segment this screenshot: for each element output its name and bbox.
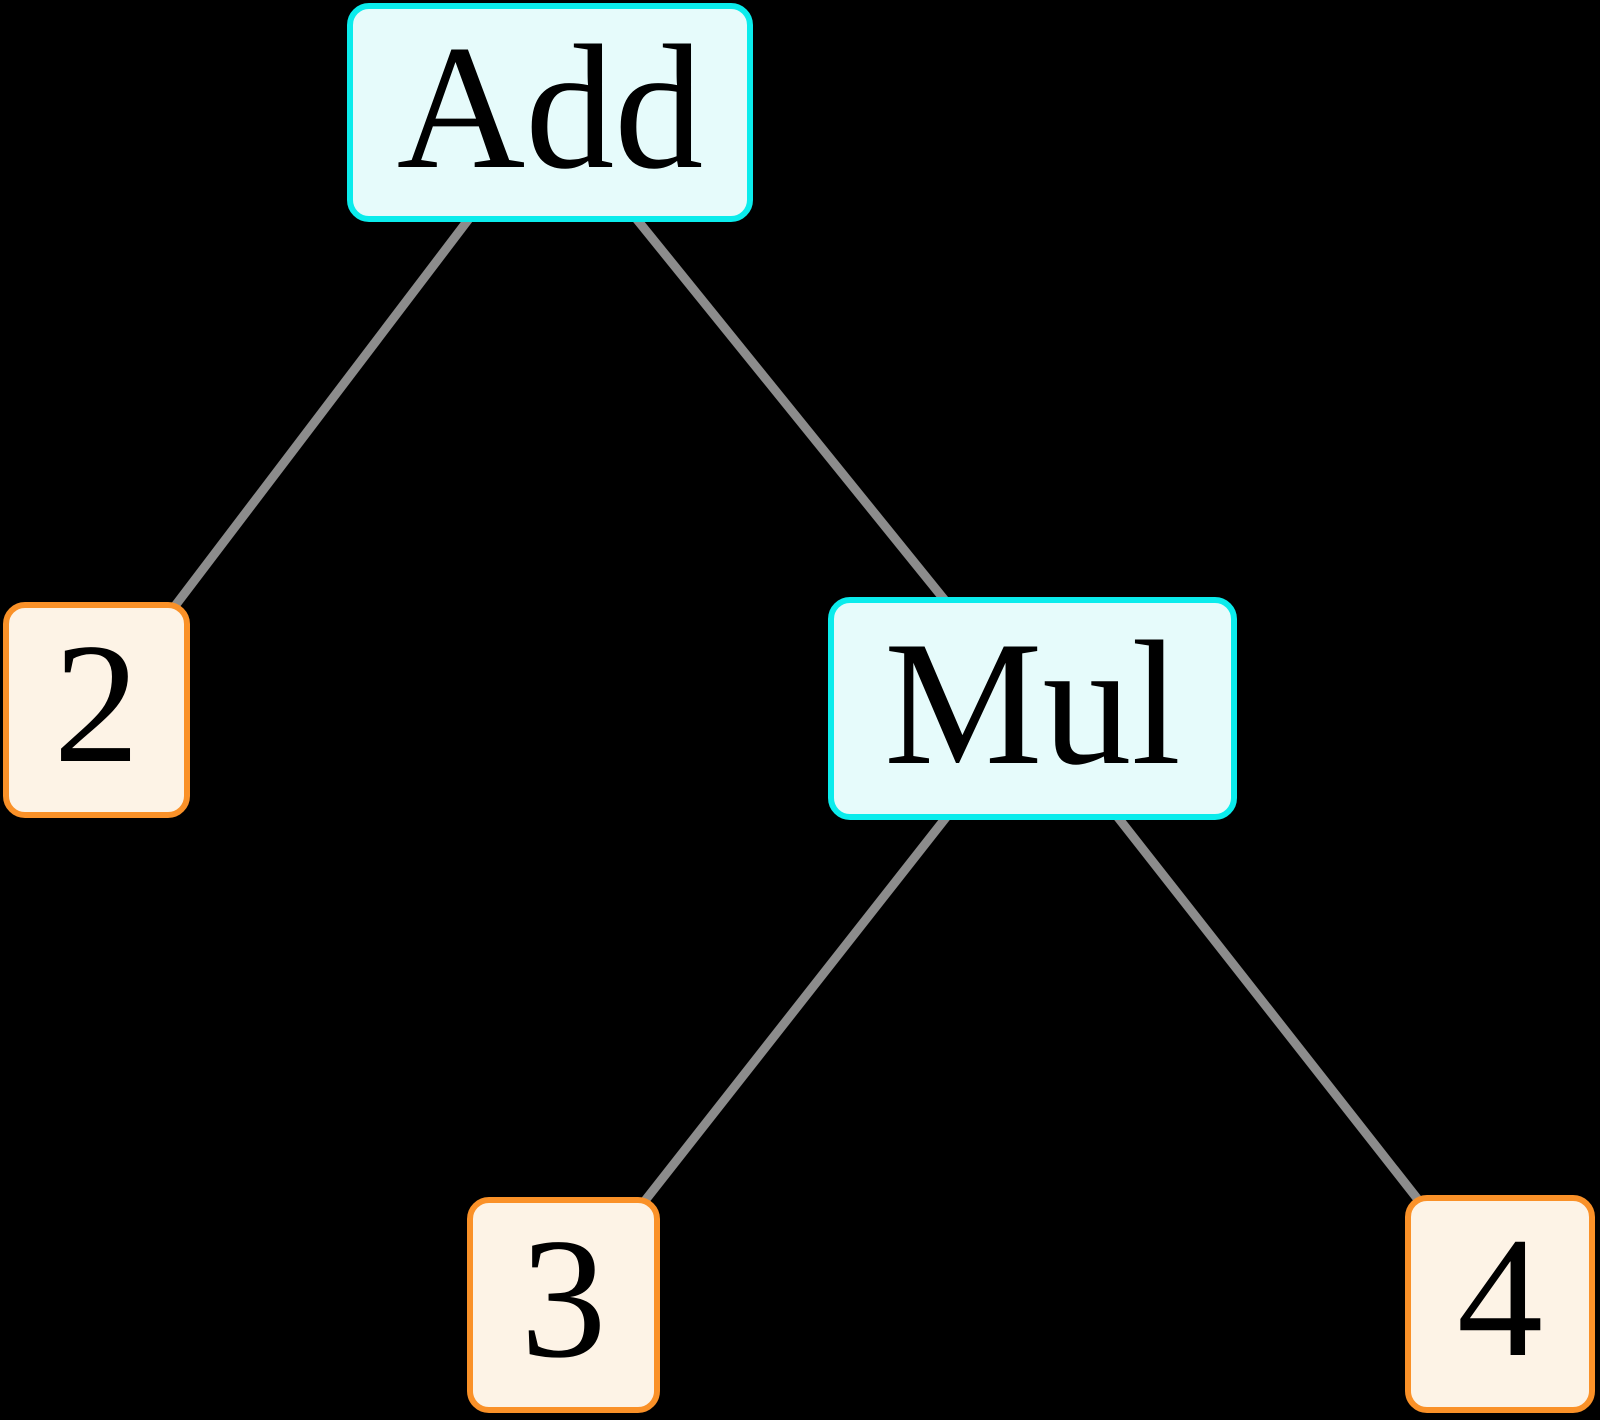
node-4-label: 4 bbox=[1457, 1203, 1543, 1393]
tree-node-add: Add bbox=[347, 3, 753, 222]
node-add-label: Add bbox=[396, 7, 704, 206]
tree-node-2: 2 bbox=[3, 602, 190, 818]
node-mul-label: Mul bbox=[884, 603, 1181, 802]
tree-node-4: 4 bbox=[1405, 1195, 1595, 1413]
node-3-label: 3 bbox=[520, 1204, 607, 1394]
tree-node-3: 3 bbox=[467, 1197, 660, 1413]
node-2-label: 2 bbox=[53, 609, 140, 799]
tree-node-mul: Mul bbox=[828, 597, 1237, 820]
